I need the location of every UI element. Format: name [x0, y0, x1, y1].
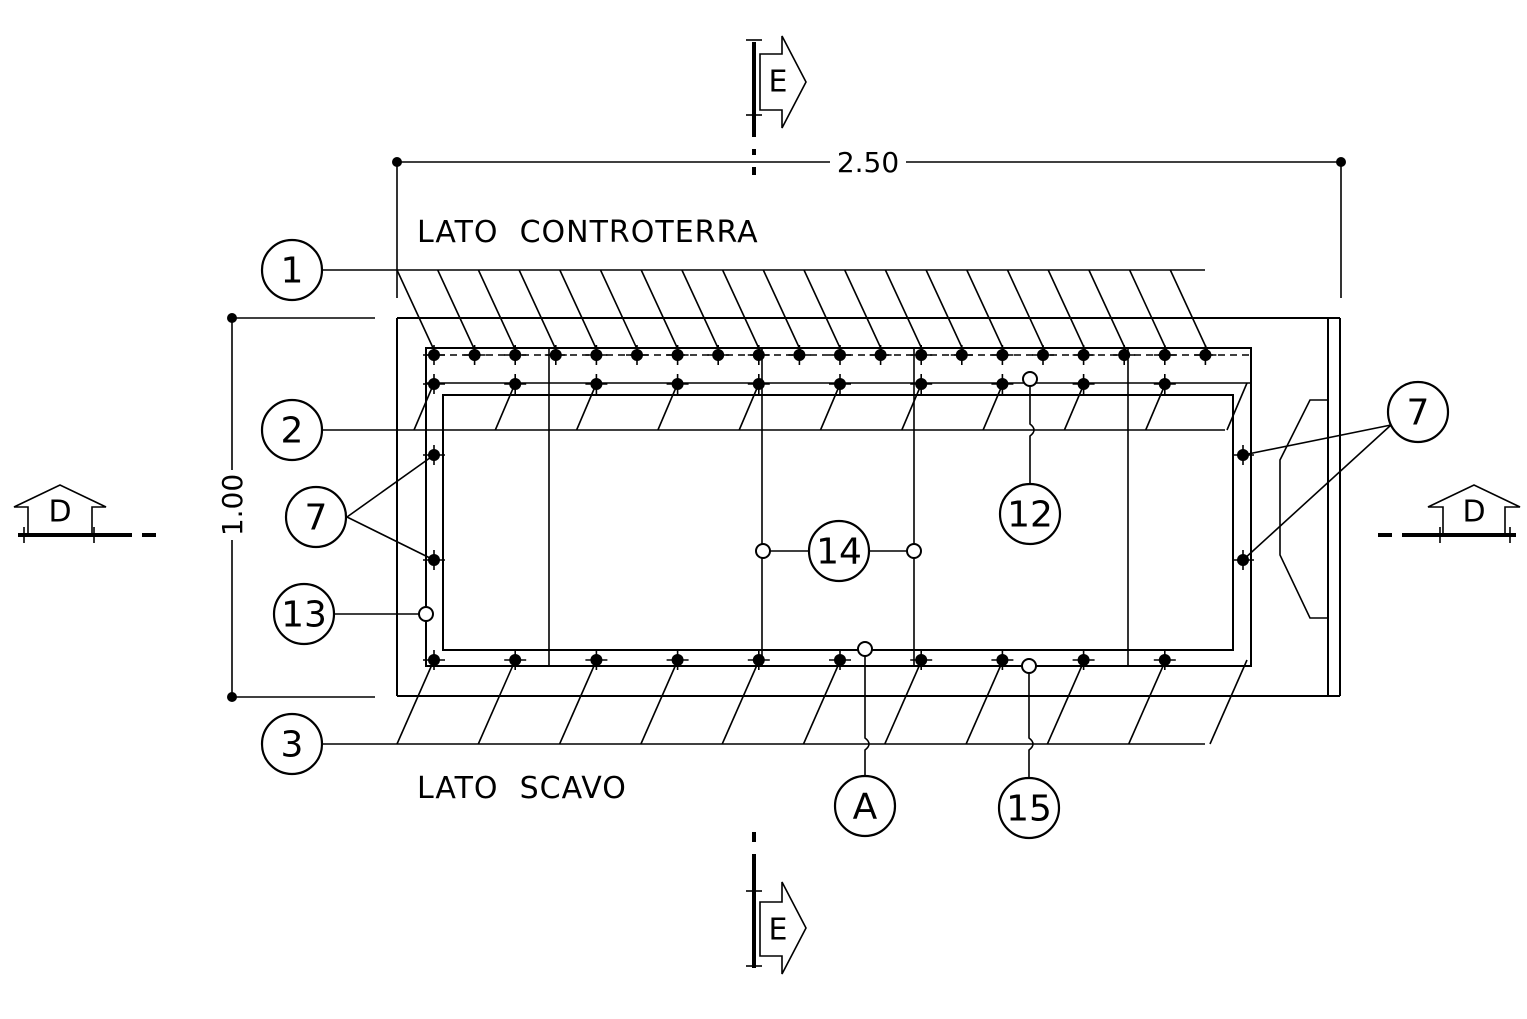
section-d-label-right: D	[1462, 495, 1485, 530]
svg-text:13: 13	[281, 595, 327, 636]
svg-text:7: 7	[305, 498, 328, 539]
hatch-line	[436, 269, 476, 351]
hatch-line	[965, 659, 1004, 745]
hatch-line	[494, 382, 517, 431]
callout-13: 13	[272, 582, 336, 646]
bar-14-left	[755, 543, 771, 559]
hatch-line	[819, 382, 842, 431]
note-lato-controterra: LATO CONTROTERRA	[417, 215, 759, 250]
svg-text:3: 3	[281, 725, 304, 766]
hatch-line	[640, 659, 679, 745]
hatch-line	[518, 269, 557, 351]
hatch-line	[477, 269, 517, 351]
svg-text:14: 14	[816, 532, 862, 573]
hatch-line	[1063, 382, 1086, 431]
hatch-line	[477, 659, 517, 745]
hatch-line	[396, 659, 435, 745]
svg-text:2: 2	[281, 411, 304, 452]
section-marker-d-left: D	[13, 484, 156, 543]
hatch-line	[396, 269, 435, 351]
height-dimension-label: 1.00	[216, 474, 249, 536]
section-marker-e-bottom: E	[746, 832, 807, 975]
hatch-line	[558, 659, 598, 745]
callout-A: A	[833, 774, 897, 838]
hatch-line	[681, 269, 720, 351]
hatch-line	[1144, 382, 1167, 431]
hatch-line	[966, 269, 1005, 351]
callout-7-left: 7	[284, 485, 348, 549]
hatch-line	[843, 269, 883, 351]
hatch-line	[901, 382, 923, 431]
hatch-line	[721, 269, 761, 351]
bar-12	[1022, 371, 1038, 387]
hatch-line	[884, 659, 923, 745]
section-d-label-left: D	[48, 495, 71, 530]
leader-lines	[322, 269, 1392, 778]
svg-text:15: 15	[1006, 789, 1052, 830]
hatch-line	[559, 269, 598, 351]
callout-1: 1	[260, 238, 324, 302]
section-e-label-bottom: E	[769, 913, 788, 948]
callout-3: 3	[260, 712, 324, 776]
section-marker-d-right: D	[1378, 484, 1521, 543]
svg-text:12: 12	[1007, 495, 1053, 536]
hatch-line	[884, 269, 924, 351]
hatch-line	[1047, 269, 1086, 351]
section-marker-e-top: E	[746, 35, 807, 175]
bar-15	[1021, 658, 1037, 674]
hatch-line	[657, 382, 679, 431]
hatch-line	[982, 382, 1004, 431]
reinforcement-cage	[425, 347, 1252, 667]
note-lato-scavo: LATO SCAVO	[417, 771, 627, 806]
hatch-line	[575, 382, 598, 431]
section-e-label-top: E	[769, 65, 788, 100]
bar-13	[418, 606, 434, 622]
dimension-height: 1.00	[216, 313, 375, 702]
bottom-side-hatching	[396, 659, 1248, 745]
rebar-dots	[423, 345, 1254, 670]
hatch-line	[1046, 659, 1086, 745]
hatch-line	[762, 269, 802, 351]
svg-text:7: 7	[1407, 393, 1430, 434]
svg-text:A: A	[853, 787, 878, 828]
hatch-line	[1226, 382, 1248, 431]
hatch-line	[803, 269, 842, 351]
callout-14: 14	[807, 519, 871, 583]
middle-layer-hatching	[413, 382, 1248, 431]
hatch-line	[1209, 659, 1248, 745]
dimension-width: 2.50	[392, 146, 1346, 298]
hatch-line	[599, 269, 639, 351]
svg-text:1: 1	[281, 251, 304, 292]
hatch-line	[1128, 269, 1168, 351]
hatch-line	[925, 269, 964, 351]
hatch-line	[802, 659, 842, 745]
bar-A	[857, 641, 873, 657]
top-side-hatching	[396, 269, 1209, 351]
callout-12: 12	[998, 482, 1062, 546]
hatch-line	[1127, 659, 1167, 745]
hatch-line	[1169, 269, 1209, 351]
hatch-line	[1006, 269, 1046, 351]
hatch-line	[738, 382, 760, 431]
hollow-bars	[418, 371, 1038, 674]
hatch-line	[1088, 269, 1127, 351]
width-dimension-label: 2.50	[837, 146, 899, 179]
callout-15: 15	[997, 776, 1061, 840]
concrete-outline	[396, 317, 1341, 697]
hatch-line	[640, 269, 679, 351]
callout-7-right: 7	[1386, 380, 1450, 444]
hatch-line	[721, 659, 760, 745]
callout-2: 2	[260, 398, 324, 462]
hatch-line	[413, 382, 435, 431]
bar-14-right	[906, 543, 922, 559]
